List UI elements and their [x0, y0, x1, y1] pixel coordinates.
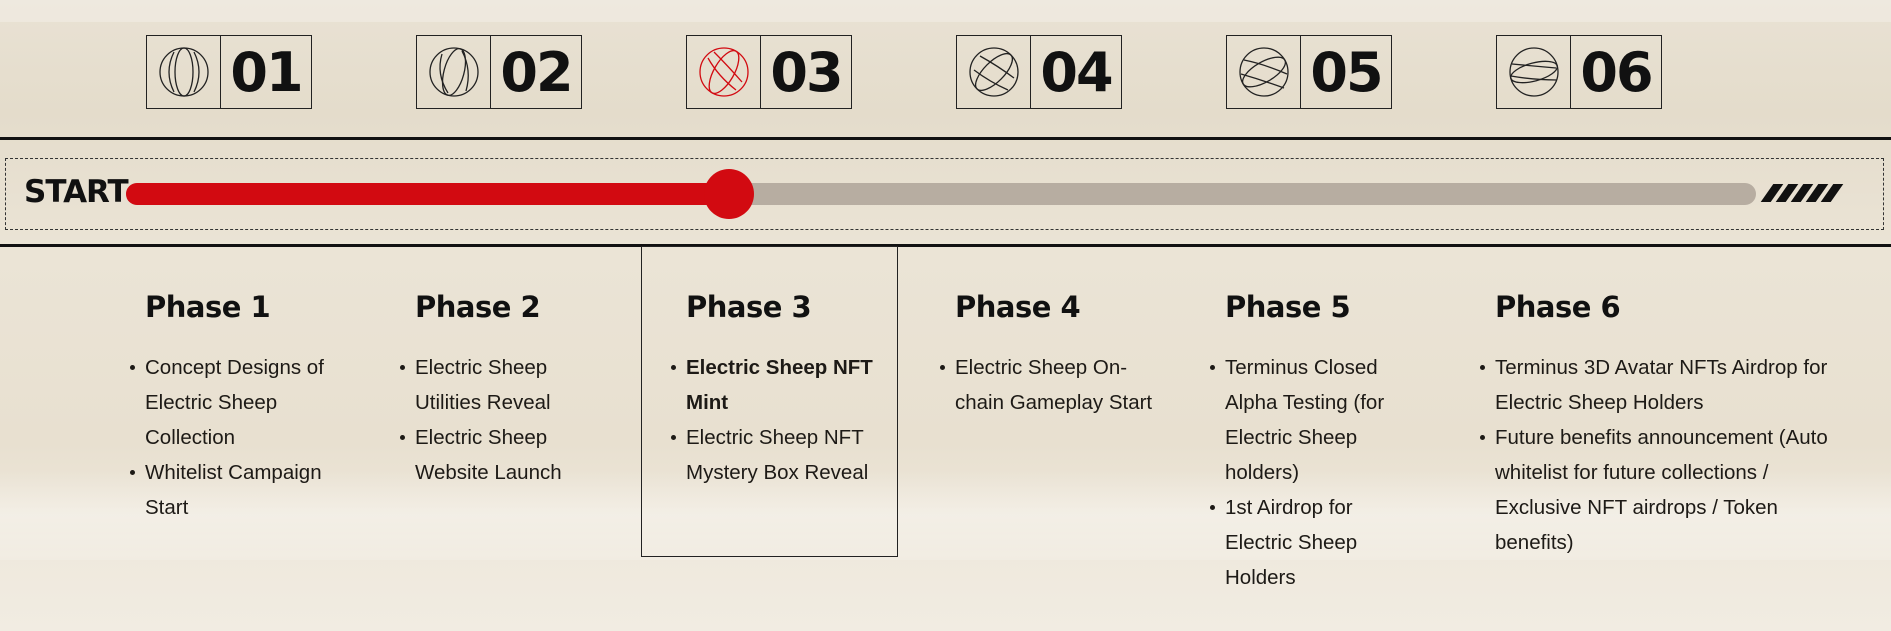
list-item: Terminus 3D Avatar NFTs Airdrop for Elec… [1480, 350, 1855, 420]
phase-number: 03 [770, 40, 843, 104]
paper-texture-band [0, 470, 1891, 560]
list-item: Terminus Closed Alpha Testing (for Elect… [1210, 350, 1425, 490]
list-item: Concept Designs of Electric Sheep Collec… [130, 350, 360, 455]
current-phase-highlight [641, 246, 898, 557]
progress-bottom-rule [0, 244, 1891, 247]
phase-title: Phase 2 [415, 290, 541, 324]
sphere-icon [687, 36, 761, 108]
list-item: Electric Sheep Website Launch [400, 420, 615, 490]
sphere-icon [957, 36, 1031, 108]
phase-column-1: Phase 1 Concept Designs of Electric Shee… [130, 290, 360, 525]
phase-column-3: Phase 3 Electric Sheep NFT Mint Electric… [671, 290, 891, 490]
phase-column-4: Phase 4 Electric Sheep On-chain Gameplay… [940, 290, 1155, 420]
phase-number-box-5[interactable]: 05 [1226, 35, 1392, 109]
progress-track [126, 169, 1756, 219]
start-label: START [24, 174, 129, 210]
phase-column-2: Phase 2 Electric Sheep Utilities Reveal … [400, 290, 615, 490]
list-item: 1st Airdrop for Electric Sheep Holders [1210, 490, 1425, 595]
sphere-icon [1497, 36, 1571, 108]
phase-number: 05 [1310, 40, 1383, 104]
phase-number-box-3[interactable]: 03 [686, 35, 852, 109]
phase-items: Electric Sheep On-chain Gameplay Start [940, 350, 1155, 420]
phase-title: Phase 3 [686, 290, 812, 324]
progress-frame [5, 158, 1884, 230]
stripes-icon [1760, 184, 1844, 202]
phase-number-box-4[interactable]: 04 [956, 35, 1122, 109]
phase-items: Electric Sheep Utilities Reveal Electric… [400, 350, 615, 490]
phase-items: Terminus Closed Alpha Testing (for Elect… [1210, 350, 1425, 595]
list-item: Future benefits announcement (Auto white… [1480, 420, 1855, 560]
sphere-icon [1227, 36, 1301, 108]
phase-items: Concept Designs of Electric Sheep Collec… [130, 350, 360, 525]
phase-number-box-1[interactable]: 01 [146, 35, 312, 109]
phase-items: Electric Sheep NFT Mint Electric Sheep N… [671, 350, 891, 490]
paper-texture-top [0, 0, 1891, 22]
phase-number-box-6[interactable]: 06 [1496, 35, 1662, 109]
phase-number-box-2[interactable]: 02 [416, 35, 582, 109]
sphere-icon [417, 36, 491, 108]
phase-number: 02 [500, 40, 573, 104]
phase-title: Phase 5 [1225, 290, 1351, 324]
list-item: Electric Sheep NFT Mystery Box Reveal [671, 420, 891, 490]
phase-column-5: Phase 5 Terminus Closed Alpha Testing (f… [1210, 290, 1425, 595]
phase-number: 06 [1580, 40, 1653, 104]
progress-fill [126, 183, 729, 205]
phase-column-6: Phase 6 Terminus 3D Avatar NFTs Airdrop … [1480, 290, 1855, 560]
list-item: Whitelist Campaign Start [130, 455, 360, 525]
progress-knob[interactable] [704, 169, 754, 219]
sphere-icon [147, 36, 221, 108]
phase-items: Terminus 3D Avatar NFTs Airdrop for Elec… [1480, 350, 1855, 560]
list-item: Electric Sheep Utilities Reveal [400, 350, 615, 420]
phase-number: 04 [1040, 40, 1113, 104]
phase-title: Phase 1 [145, 290, 271, 324]
progress-top-rule [0, 137, 1891, 140]
list-item: Electric Sheep NFT Mint [671, 350, 891, 420]
list-item: Electric Sheep On-chain Gameplay Start [940, 350, 1155, 420]
phase-number: 01 [230, 40, 303, 104]
phase-title: Phase 4 [955, 290, 1081, 324]
phase-title: Phase 6 [1495, 290, 1621, 324]
